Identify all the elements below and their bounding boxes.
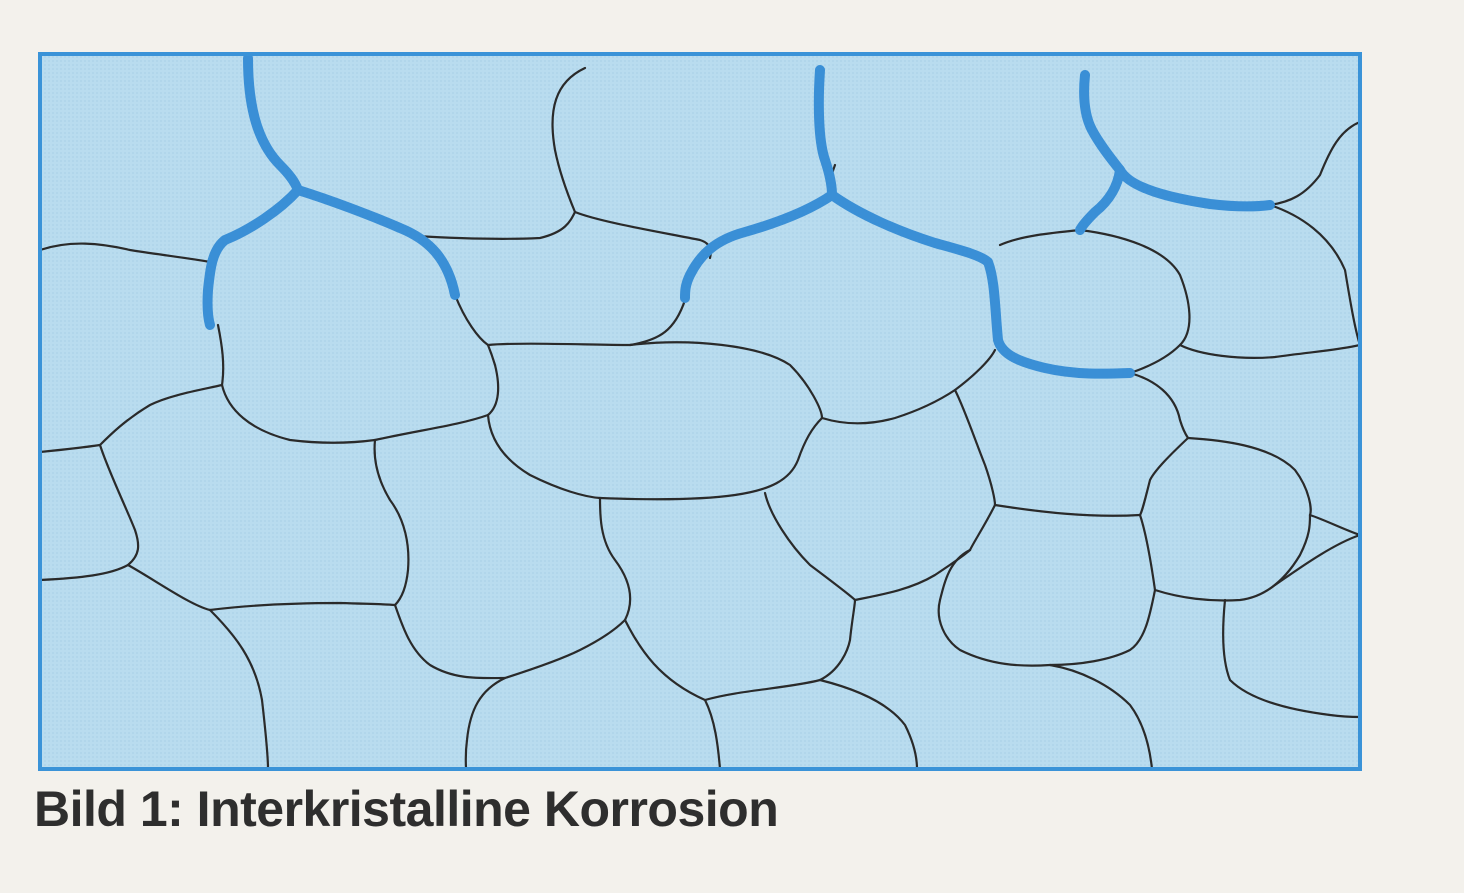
grain-boundary — [98, 383, 224, 447]
grain-boundary — [953, 388, 997, 507]
grain-boundary — [1308, 513, 1360, 537]
grain-boundary — [818, 678, 919, 769]
grain-boundary — [40, 443, 102, 454]
grain-boundary — [486, 298, 687, 347]
grain-boundary — [703, 598, 857, 702]
grain-boundary — [373, 438, 410, 607]
corrosion-path — [1115, 165, 1275, 212]
corrosion-path — [1075, 165, 1125, 235]
grain-boundary — [1273, 533, 1360, 587]
grain-boundary — [1178, 343, 1360, 359]
grain-boundary — [1048, 663, 1154, 769]
grain-boundary — [1268, 203, 1360, 347]
grain-boundary — [503, 618, 627, 680]
grain-boundary — [453, 293, 490, 347]
grain-boundaries — [40, 66, 1360, 769]
grain-boundary — [393, 603, 507, 680]
grain-area — [40, 54, 1360, 769]
grain-boundary — [486, 413, 602, 500]
figure-caption: Bild 1: Interkristalline Korrosion — [34, 781, 779, 837]
grain-boundary — [598, 416, 824, 501]
grain-boundary — [1138, 436, 1190, 517]
grain-boundary — [216, 323, 225, 387]
corrosion-path — [1079, 70, 1125, 175]
grain-boundary — [40, 242, 212, 264]
grain-boundary — [628, 341, 824, 420]
grain-boundary — [208, 601, 397, 612]
figure-frame — [38, 52, 1362, 771]
grain-boundary — [937, 548, 1052, 667]
grain-boundary — [1268, 120, 1360, 207]
corrosion-path — [293, 185, 460, 300]
grain-boundary — [1128, 371, 1190, 440]
grain-boundary — [40, 443, 140, 582]
corrosion-paths — [202, 54, 1275, 379]
grain-boundary — [763, 491, 857, 602]
grain-boundary — [968, 503, 997, 552]
corrosion-path — [243, 54, 303, 195]
grain-boundary — [598, 496, 632, 622]
grain-boundary — [551, 66, 587, 214]
corrosion-path — [680, 190, 837, 303]
grain-boundary — [820, 348, 997, 425]
grain-boundary — [1048, 588, 1157, 667]
grain-boundary — [220, 383, 377, 444]
grain-boundary — [413, 210, 577, 240]
corrosion-path — [202, 185, 303, 330]
grain-boundary — [993, 503, 1142, 517]
grain-boundary — [998, 228, 1082, 247]
grain-boundary — [208, 608, 270, 769]
grain-boundary — [464, 676, 507, 769]
corrosion-path — [827, 190, 1135, 379]
corrosion-path — [813, 65, 837, 200]
grain-boundary — [1222, 598, 1360, 719]
grain-boundary — [1138, 513, 1312, 602]
grain-boundary — [1078, 228, 1191, 375]
grain-boundary — [373, 343, 500, 442]
grain-boundary — [126, 563, 212, 612]
grain-boundary — [1186, 436, 1312, 517]
